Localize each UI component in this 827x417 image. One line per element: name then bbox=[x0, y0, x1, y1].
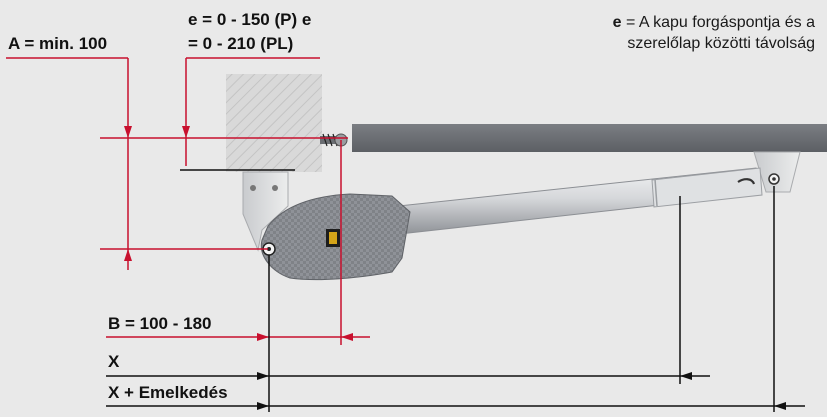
label-b-dimension: B = 100 - 180 bbox=[108, 314, 212, 333]
bracket-bolt-left bbox=[250, 185, 256, 191]
piston-tube bbox=[379, 167, 780, 237]
legend-line1: e = A kapu forgáspontja és a bbox=[613, 12, 815, 33]
gate-beam bbox=[352, 124, 827, 152]
label-e-dimension-line2: = 0 - 210 (PL) bbox=[188, 34, 294, 53]
wall-pillar bbox=[226, 74, 322, 172]
reference-lines bbox=[106, 169, 805, 412]
gate-hinge bbox=[320, 133, 348, 147]
reference-arrows bbox=[257, 372, 786, 410]
label-x-dimension: X bbox=[108, 352, 120, 371]
brand-logo-icon bbox=[326, 229, 340, 247]
label-e-dimension-line1: e = 0 - 150 (P) e bbox=[188, 10, 312, 29]
dimension-arrows bbox=[124, 126, 353, 341]
wall-bracket bbox=[242, 171, 289, 252]
label-a-dimension: A = min. 100 bbox=[8, 34, 108, 53]
label-x-stroke-dimension: X + Emelkedés bbox=[108, 383, 228, 402]
legend-text1: = A kapu forgáspontja és a bbox=[621, 14, 815, 31]
legend-line2: szerelőlap közötti távolság bbox=[627, 35, 815, 52]
gate-bracket bbox=[753, 151, 801, 193]
legend: e = A kapu forgáspontja és a szerelőlap … bbox=[613, 12, 815, 54]
bracket-bolt-right bbox=[272, 185, 278, 191]
legend-symbol: e bbox=[612, 14, 622, 31]
